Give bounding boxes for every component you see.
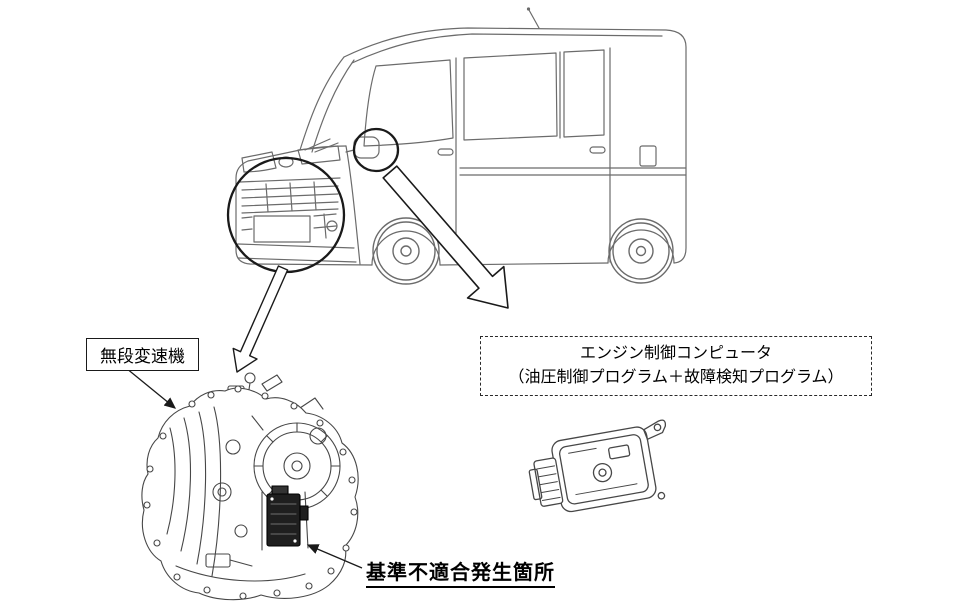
ecu-label-box: エンジン制御コンピュータ （油圧制御プログラム＋故障検知プログラム） <box>480 336 872 396</box>
license-plate <box>253 215 311 243</box>
arrow-to-transmission <box>232 265 289 373</box>
arrow-to-ecu <box>382 165 509 309</box>
leader-line-defect <box>306 544 363 569</box>
ecu-mount-tab <box>643 419 667 440</box>
ecu-illustration <box>528 419 667 513</box>
highlight-circle-cowl <box>352 127 400 173</box>
headlight-left-icon <box>241 151 277 173</box>
antenna-icon <box>528 9 540 29</box>
ecu-label-line1: エンジン制御コンピュータ <box>579 345 772 362</box>
transmission-illustration <box>141 372 359 601</box>
fog-light-icon <box>326 220 338 232</box>
ecu-label-line2: （油圧制御プログラム＋故障検知プログラム） <box>508 369 844 386</box>
van-illustration <box>235 7 687 285</box>
cvt-label-box: 無段変速機 <box>86 338 199 371</box>
rear-wheel-icon <box>608 218 674 284</box>
leader-line-cvt <box>125 367 177 409</box>
front-wheel-icon <box>372 217 440 285</box>
cvt-label: 無段変速機 <box>100 347 185 366</box>
defect-caption: 基準不適合発生箇所 <box>366 556 555 588</box>
defect-component-valve-body <box>266 485 309 547</box>
